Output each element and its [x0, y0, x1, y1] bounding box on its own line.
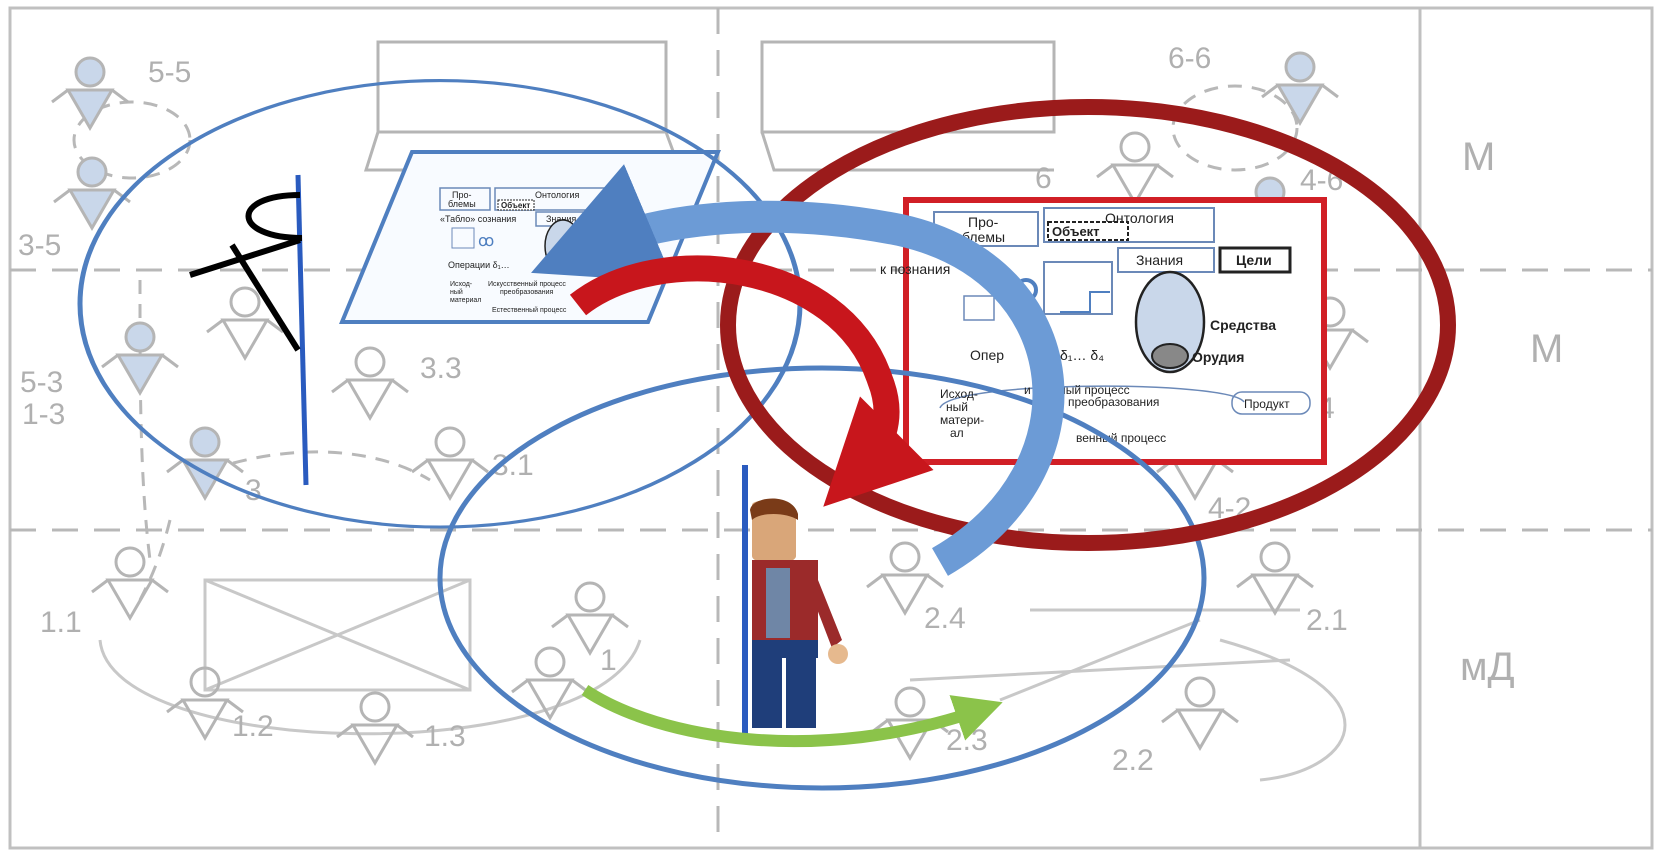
large-knowledge: Знания: [1136, 252, 1183, 268]
svg-text:матери-: матери-: [940, 413, 984, 427]
side-labels: М М мД: [1460, 135, 1563, 689]
small-tools: Орудия: [580, 263, 610, 272]
svg-text:Исход-: Исход-: [940, 387, 978, 401]
large-consciousness: к познания: [880, 261, 950, 277]
grey-arcs: [98, 578, 1347, 782]
large-operations: Опер: [970, 347, 1004, 363]
svg-text:ный: ный: [450, 288, 463, 296]
small-goals: Ц: [598, 214, 605, 224]
dashed-loops: [72, 84, 1299, 601]
label-3-3: 3.3: [420, 352, 462, 385]
svg-text:Искусственный процесс: Искусственный процесс: [488, 280, 566, 288]
label-6-6: 6-6: [1168, 42, 1211, 75]
label-2-4: 2.4: [924, 602, 966, 635]
small-ontology: Онтология: [535, 190, 579, 200]
label-1-2: 1.2: [232, 710, 274, 743]
svg-text:Про-: Про-: [968, 214, 999, 230]
side-label-middle: М: [1530, 327, 1563, 371]
svg-text:ный: ный: [946, 400, 968, 414]
label-5-5: 5-5: [148, 56, 191, 89]
small-object: Объект: [501, 201, 530, 210]
label-1-1: 1.1: [40, 606, 82, 639]
small-consciousness: «Табло» сознания: [440, 214, 516, 224]
label-2-2: 2.2: [1112, 744, 1154, 777]
side-label-bottom: мД: [1460, 645, 1515, 689]
side-label-top: М: [1462, 135, 1495, 179]
label-1: 1: [600, 644, 617, 677]
green-cycle-arrow: [581, 685, 1003, 748]
label-1-3: 1-3: [22, 398, 65, 431]
large-product: Продукт: [1244, 397, 1290, 411]
large-means: Средства: [1210, 317, 1276, 333]
label-2-3: 2.3: [946, 724, 988, 757]
label-5-3: 5-3: [20, 366, 63, 399]
label-3: 3: [245, 474, 262, 507]
large-transform: преобразования: [1068, 395, 1159, 409]
blue-cycle-arrow: [531, 164, 1065, 576]
background-grid: [8, 6, 1654, 850]
darkred-circle-right: [720, 99, 1456, 551]
label-2-1: 2.1: [1306, 604, 1348, 637]
blue-circle-bottom: [437, 365, 1207, 791]
svg-text:Про-: Про-: [452, 190, 471, 200]
svg-text:блемы: блемы: [448, 199, 476, 209]
red-cycle-arrow: [569, 255, 934, 507]
label-1-3b: 1.3: [424, 720, 466, 753]
svg-text:Исход-: Исход-: [450, 281, 473, 288]
large-natural: венный процесс: [1076, 431, 1166, 445]
small-natural: Естественный процесс: [492, 306, 567, 314]
large-goals: Цели: [1236, 252, 1272, 268]
large-inset: Про- блемы Онтология Объект к познания З…: [880, 197, 1327, 465]
large-object: Объект: [1052, 224, 1100, 239]
svg-text:материал: материал: [450, 297, 481, 304]
lego-figure: [742, 465, 848, 735]
large-tools: Орудия: [1192, 349, 1244, 365]
stick-figure-left: [189, 174, 309, 486]
svg-text:преобразования: преобразования: [500, 288, 554, 296]
label-6: 6: [1035, 162, 1052, 195]
label-3-5: 3-5: [18, 229, 61, 262]
svg-text:ꝏ: ꝏ: [478, 233, 494, 250]
svg-text:ал: ал: [950, 426, 964, 440]
small-operations: Операции δ₁…: [448, 260, 510, 270]
large-deltas: δ₁… δ₄: [1060, 347, 1104, 363]
